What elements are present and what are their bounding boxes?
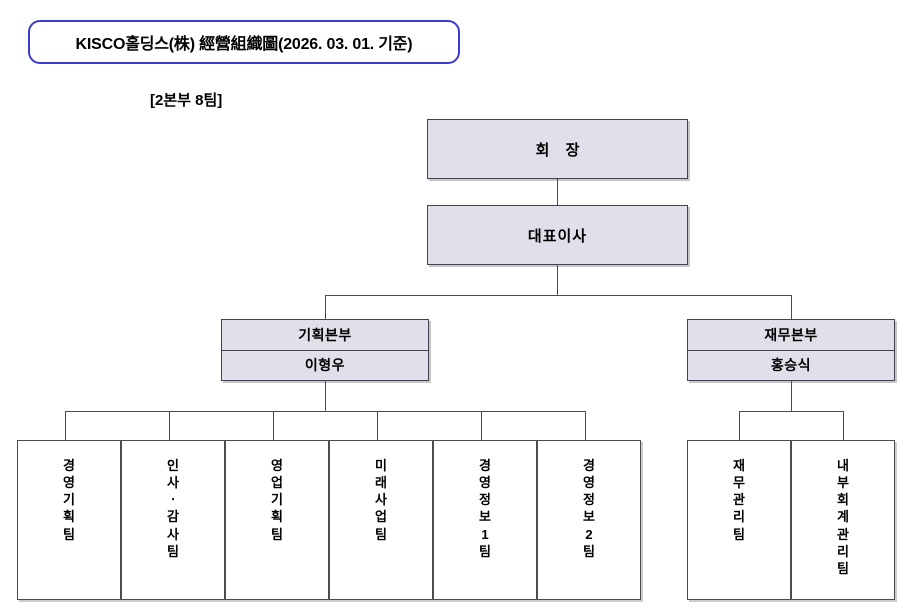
chart-title-text: KISCO홀딩스(株) 經營組織圖(2026. 03. 01. 기준) — [75, 36, 413, 53]
node-division-0: 기획본부 이형우 — [221, 319, 429, 381]
node-division-0-name: 기획본부 — [298, 326, 352, 343]
connector-team-bus-1 — [739, 411, 844, 412]
node-team-6-label: 재무관리팀 — [733, 458, 745, 542]
connector-drop-team-1 — [169, 411, 170, 440]
node-team-1-label: 인사ㆍ감사팀 — [167, 458, 179, 559]
node-team-4-label: 경영정보1팀 — [479, 458, 491, 559]
node-team-5: 경영정보2팀 — [537, 440, 641, 600]
node-team-4: 경영정보1팀 — [433, 440, 537, 600]
node-division-1-name: 재무본부 — [764, 326, 818, 343]
connector-drop-team-6 — [739, 411, 740, 440]
node-team-0: 경영기획팀 — [17, 440, 121, 600]
chart-subtitle: [2본부 8팀] — [150, 92, 223, 109]
connector-ceo-trunk — [557, 265, 558, 295]
connector-chairman-to-ceo — [557, 179, 558, 205]
node-team-5-label: 경영정보2팀 — [583, 458, 595, 559]
connector-drop-team-3 — [377, 411, 378, 440]
connector-division-1-trunk — [791, 381, 792, 411]
node-team-3: 미래사업팀 — [329, 440, 433, 600]
connector-drop-team-0 — [65, 411, 66, 440]
chart-title-box: KISCO홀딩스(株) 經營組織圖(2026. 03. 01. 기준) — [28, 20, 460, 64]
node-division-0-head: 이형우 — [222, 349, 428, 381]
node-team-6: 재무관리팀 — [687, 440, 791, 600]
connector-drop-division-0 — [325, 295, 326, 319]
node-team-7-label: 내부회계관리팀 — [837, 458, 849, 576]
node-ceo-label: 대표이사 — [527, 227, 588, 245]
node-team-7: 내부회계관리팀 — [791, 440, 895, 600]
connector-drop-team-5 — [585, 411, 586, 440]
connector-drop-division-1 — [791, 295, 792, 319]
connector-division-0-trunk — [325, 381, 326, 411]
node-team-0-label: 경영기획팀 — [63, 458, 75, 542]
node-chairman: 회 장 — [427, 119, 688, 179]
node-team-2: 영업기획팀 — [225, 440, 329, 600]
node-team-3-label: 미래사업팀 — [375, 458, 387, 542]
node-division-1-head: 홍승식 — [688, 349, 894, 381]
connector-drop-team-7 — [843, 411, 844, 440]
connector-division-bus — [325, 295, 792, 296]
node-team-2-label: 영업기획팀 — [271, 458, 283, 542]
connector-team-bus-0 — [65, 411, 586, 412]
connector-drop-team-2 — [273, 411, 274, 440]
node-ceo: 대표이사 — [427, 205, 688, 265]
node-division-1: 재무본부 홍승식 — [687, 319, 895, 381]
node-team-1: 인사ㆍ감사팀 — [121, 440, 225, 600]
connector-drop-team-4 — [481, 411, 482, 440]
node-chairman-label: 회 장 — [535, 141, 586, 159]
